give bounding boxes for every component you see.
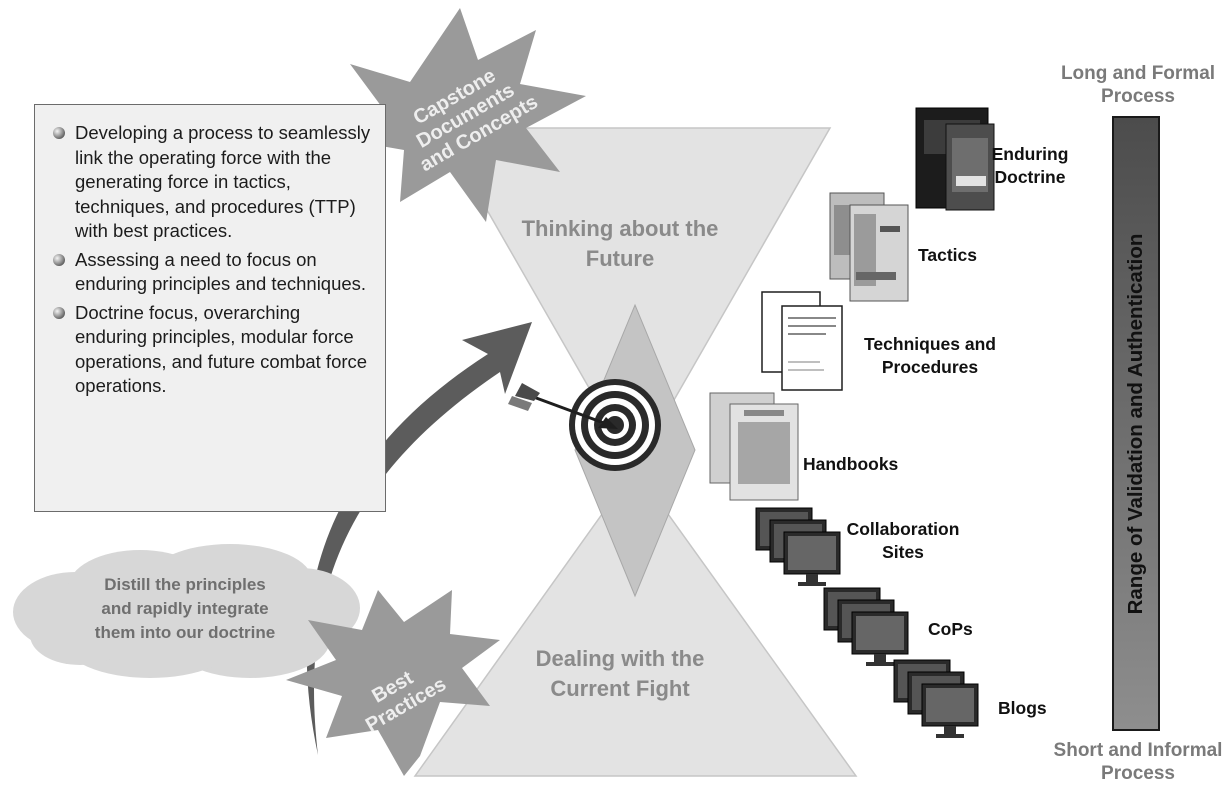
curved-arrow [306, 322, 532, 755]
bullseye-target [569, 379, 661, 471]
collaboration-monitors [755, 507, 841, 586]
tactics-books [829, 192, 909, 302]
bullet-text: Assessing a need to focus on enduring pr… [75, 248, 367, 295]
bullet-list-box: Developing a process to seamlessly link … [34, 104, 386, 512]
enduring-doctrine-books [915, 107, 995, 211]
blogs-label: Blogs [998, 698, 1047, 718]
cloud-line-2: and rapidly integrate [101, 599, 269, 618]
bullet-text: Developing a process to seamlessly link … [75, 122, 371, 241]
cops-label: CoPs [928, 619, 973, 639]
short-informal-process-label: Short and Informal Process [1053, 740, 1223, 784]
blogs-monitors [893, 659, 979, 738]
capstone-burst-shape [334, 8, 586, 222]
validation-range-label: Range of Validation and Authentication [1124, 233, 1147, 614]
thinking-about-future-label: Thinking about the Future [521, 216, 719, 271]
enduring-doctrine-label: Enduring Doctrine [991, 144, 1069, 187]
tactics-label: Tactics [918, 245, 978, 265]
long-formal-process-label: Long and Formal Process [1060, 63, 1216, 107]
current-fight-label: Dealing with the Current Fight [535, 646, 705, 701]
dart-arrow [508, 383, 618, 429]
bullet-dot-icon [53, 253, 65, 266]
bullet-dot-icon [53, 127, 65, 139]
collaboration-sites-label: Collaboration Sites [846, 519, 960, 562]
best-practices-burst-shape [286, 590, 500, 776]
cloud-text: Distill the principles and rapidly integ… [40, 573, 330, 645]
bullet-list: Developing a process to seamlessly link … [53, 121, 375, 399]
bullet-item: Assessing a need to focus on enduring pr… [53, 248, 375, 297]
cops-monitors [823, 587, 909, 666]
hourglass-bottom-triangle [413, 466, 858, 777]
bullet-item: Doctrine focus, overarching enduring pri… [53, 301, 375, 399]
techniques-procedures-label: Techniques and Procedures [864, 334, 996, 377]
bullet-dot-icon [53, 306, 65, 319]
techniques-documents [761, 291, 843, 391]
hourglass-top-triangle [438, 127, 832, 470]
handbooks-label: Handbooks [803, 454, 899, 474]
validation-range-bar: Range of Validation and Authentication [1112, 116, 1160, 731]
bullet-item: Developing a process to seamlessly link … [53, 121, 375, 244]
cloud-line-3: them into our doctrine [94, 623, 276, 642]
cloud-line-1: Distill the principles [104, 575, 266, 594]
handbook-covers [709, 392, 799, 501]
bullet-text: Doctrine focus, overarching enduring pri… [75, 301, 368, 397]
